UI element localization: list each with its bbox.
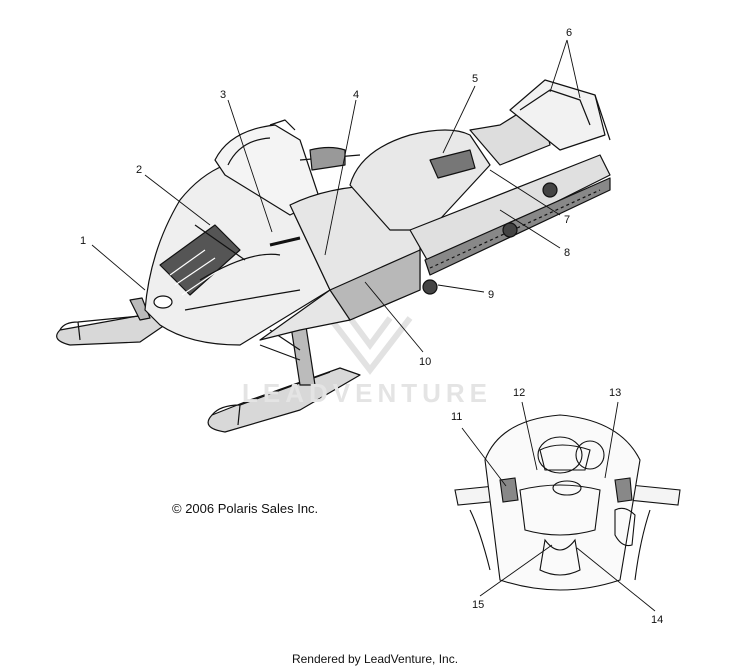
callout-1: 1 [80, 235, 86, 247]
callout-3: 3 [220, 89, 226, 101]
callout-6: 6 [566, 27, 572, 39]
callout-10: 10 [419, 356, 431, 368]
watermark-logo [327, 316, 413, 375]
seat [349, 129, 491, 231]
watermark-text: LEADVENTURE [242, 378, 493, 408]
callout-12: 12 [513, 387, 525, 399]
callout-4: 4 [353, 89, 359, 101]
callout-11: 11 [451, 411, 462, 423]
callout-15: 15 [472, 599, 484, 611]
rendered-by-footer: Rendered by LeadVenture, Inc. [291, 652, 459, 666]
callout-2: 2 [136, 164, 142, 176]
snowmobile-illustration [56, 79, 611, 433]
handlebars [269, 119, 361, 171]
handlebar-detail-illustration [454, 414, 681, 591]
callout-14: 14 [651, 614, 663, 626]
right-ski [207, 367, 361, 433]
callout-labels: 1 2 3 4 5 6 7 8 9 10 11 12 13 14 15 [80, 27, 663, 626]
callout-5: 5 [472, 73, 478, 85]
callout-13: 13 [609, 387, 621, 399]
callout-9: 9 [488, 289, 494, 301]
callout-8: 8 [564, 247, 570, 259]
leader-lines [91, 39, 656, 612]
rear-rack [509, 79, 611, 151]
callout-7: 7 [564, 214, 570, 226]
copyright-notice: © 2006 Polaris Sales Inc. [172, 501, 319, 516]
